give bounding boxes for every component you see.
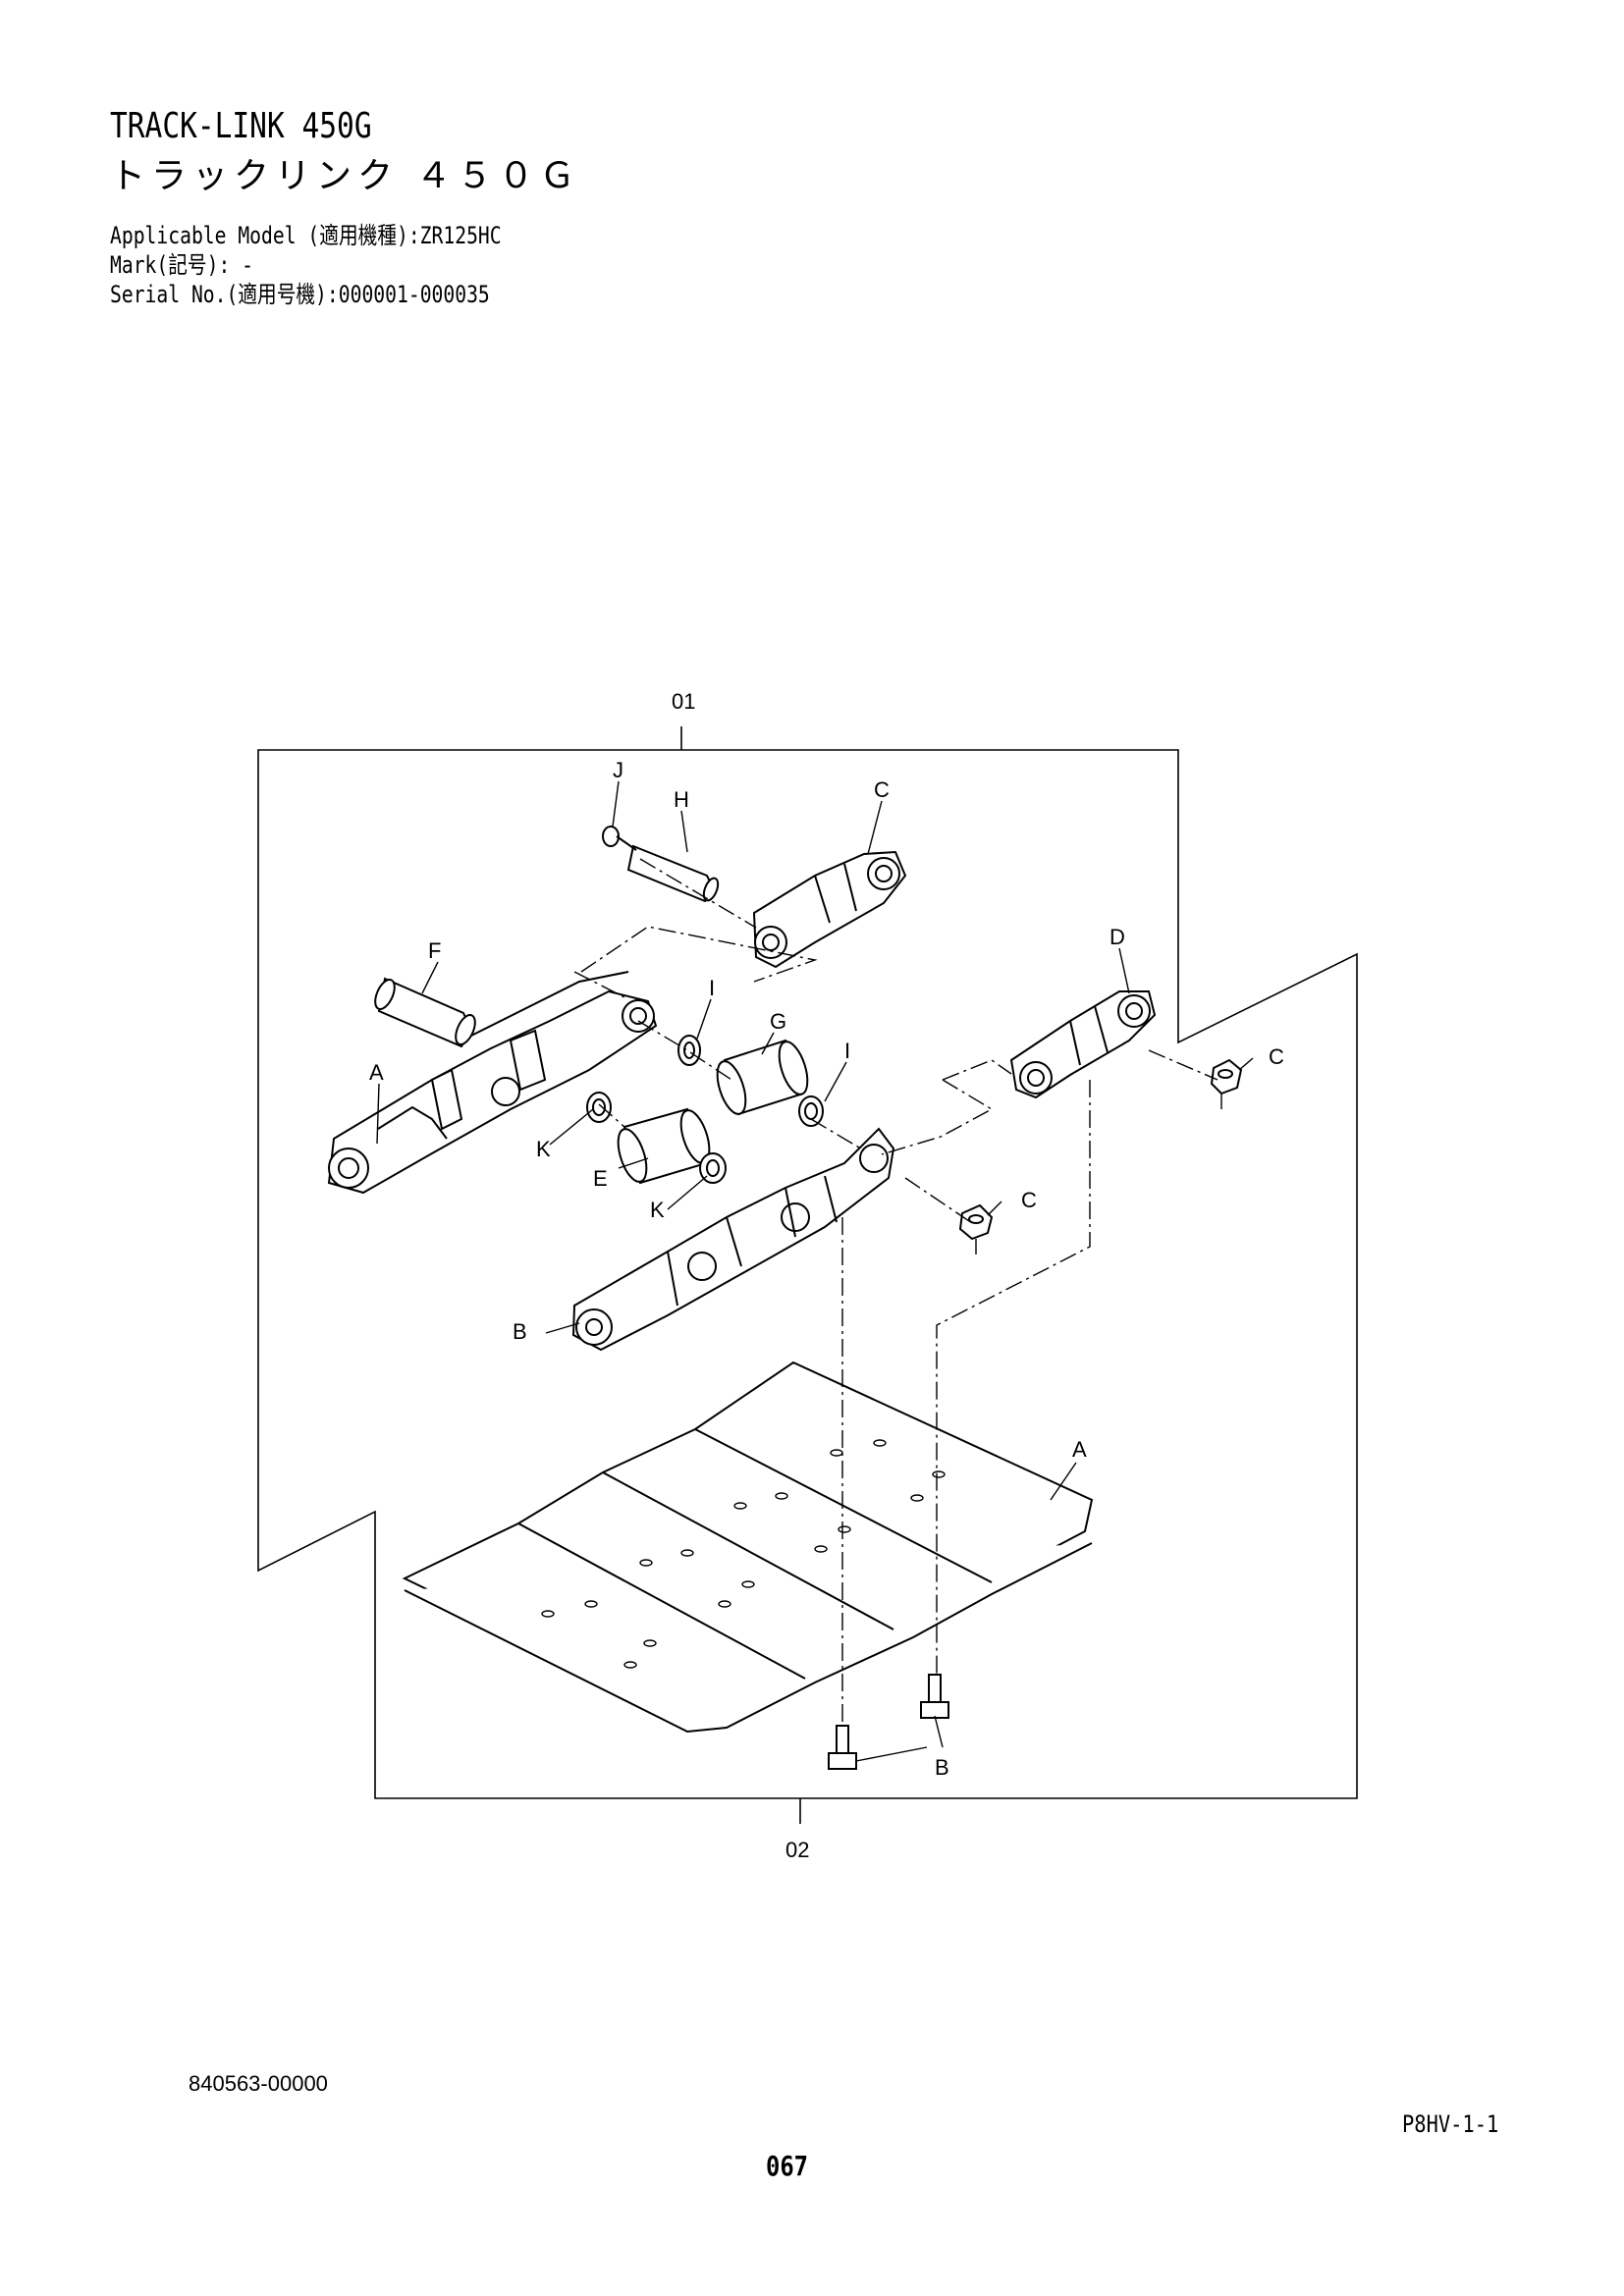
serial-label: Serial No.(適用号機): — [110, 281, 339, 308]
callout-i-left: I — [709, 976, 715, 1000]
applicable-model-line: Applicable Model (適用機種):ZR125HC — [110, 216, 502, 250]
assembly-01-boundary — [257, 749, 1358, 1799]
bushing-e-icon — [617, 1107, 711, 1185]
page-title-japanese: トラックリンク ４５０Ｇ — [110, 156, 581, 196]
track-shoe-a-icon — [402, 1361, 1094, 1734]
track-link-b-icon — [571, 1127, 895, 1352]
callout-h: H — [674, 787, 689, 812]
page-title-english: TRACK-LINK 450G — [110, 106, 372, 146]
pin-h-icon — [616, 835, 720, 903]
seal-i-left-icon — [677, 1035, 701, 1066]
callout-c-mid: C — [1021, 1188, 1037, 1212]
callout-k-left: K — [536, 1137, 551, 1161]
callout-a-link: A — [369, 1060, 384, 1085]
seal-k-bottom-icon — [699, 1152, 727, 1184]
serial-line: Serial No.(適用号機):000001-000035 — [110, 275, 490, 309]
callout-d: D — [1110, 925, 1125, 949]
callout-i-right: I — [844, 1039, 850, 1063]
bushing-g-icon — [716, 1039, 809, 1116]
mark-line: Mark(記号): - — [110, 245, 253, 280]
callout-c-top: C — [874, 777, 890, 802]
callout-assembly-02: 02 — [785, 1838, 809, 1862]
nut-c-right-icon — [1210, 1058, 1243, 1095]
callout-k-bottom: K — [650, 1198, 665, 1222]
serial-value: 000001-000035 — [338, 281, 490, 308]
callout-assembly-01: 01 — [672, 689, 695, 714]
page-number: 067 — [766, 2150, 808, 2182]
shoe-bolt-b-right-icon — [920, 1674, 949, 1719]
seal-i-right-icon — [798, 1095, 824, 1127]
seal-k-left-icon — [586, 1092, 612, 1123]
applicable-model-label: Applicable Model (適用機種): — [110, 222, 420, 249]
callout-a-shoe: A — [1072, 1437, 1087, 1462]
shoe-bolt-b-left-icon — [828, 1725, 857, 1770]
callout-f: F — [428, 938, 441, 963]
callout-e: E — [593, 1166, 608, 1191]
callout-j: J — [613, 758, 623, 782]
track-link-c-icon — [752, 850, 907, 969]
pin-f-icon — [374, 977, 476, 1048]
applicable-model-value: ZR125HC — [419, 222, 502, 249]
callout-c-right: C — [1269, 1044, 1284, 1069]
drawing-number: 840563-00000 — [189, 2071, 328, 2096]
nut-c-mid-icon — [958, 1203, 994, 1241]
mark-value: - — [230, 251, 254, 279]
track-link-d-icon — [1009, 990, 1157, 1099]
clip-j-icon — [602, 826, 620, 847]
track-link-a-icon — [327, 971, 658, 1195]
callout-b-link: B — [513, 1319, 527, 1344]
callout-g: G — [770, 1009, 786, 1034]
callout-b-bolt: B — [935, 1755, 949, 1780]
mark-label: Mark(記号): — [110, 251, 231, 279]
reference-code: P8HV-1-1 — [1402, 2110, 1499, 2138]
